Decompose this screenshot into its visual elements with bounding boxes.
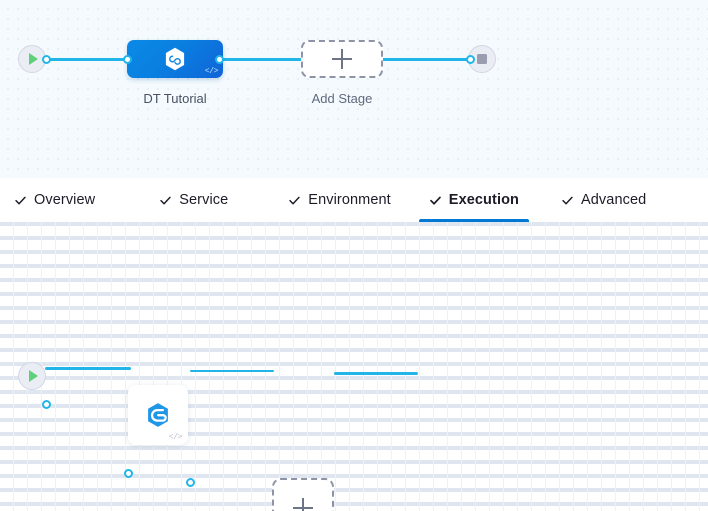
- connector-stage-to-addstage: [219, 58, 303, 61]
- tab-service[interactable]: Service: [159, 178, 228, 222]
- play-icon: [29, 369, 38, 382]
- stage-start-node[interactable]: [18, 45, 46, 73]
- check-icon: [562, 196, 573, 204]
- step-node-input-port[interactable]: [124, 468, 133, 478]
- check-icon: [289, 196, 300, 204]
- exec-start-node[interactable]: [18, 361, 46, 390]
- stage-start-port[interactable]: [42, 55, 51, 64]
- plus-icon: [332, 49, 352, 69]
- check-icon: [15, 196, 26, 204]
- tab-advanced-label: Advanced: [581, 192, 647, 208]
- tab-overview-label: Overview: [34, 192, 96, 208]
- stage-setup-tabs: Overview Service Environment Execution A…: [0, 178, 708, 223]
- add-step-button[interactable]: [272, 477, 334, 511]
- step-node-fetch-instances[interactable]: </>: [128, 384, 188, 445]
- stage-node-label: DT Tutorial: [143, 91, 207, 106]
- connector-start-to-step: [45, 367, 131, 370]
- tab-environment[interactable]: Environment: [288, 178, 391, 222]
- code-badge-icon: </>: [204, 67, 219, 76]
- step-node-output-port[interactable]: [186, 477, 195, 487]
- tab-overview[interactable]: Overview: [14, 178, 95, 222]
- check-icon: [160, 196, 171, 204]
- check-icon: [429, 196, 441, 205]
- add-stage-label: Add Stage: [311, 91, 373, 106]
- exec-start-port[interactable]: [42, 399, 51, 409]
- plus-icon: [293, 497, 313, 511]
- stage-node-output-port[interactable]: [215, 55, 224, 64]
- harness-hexagon-icon: [148, 402, 168, 427]
- play-icon: [29, 53, 38, 65]
- tab-environment-label: Environment: [308, 192, 391, 208]
- tab-execution-label: Execution: [448, 192, 519, 208]
- connector-start-to-stage: [45, 58, 131, 61]
- tab-execution[interactable]: Execution: [418, 178, 530, 222]
- hexagon-infinity-icon: [165, 47, 185, 71]
- connector-step-to-addstep: [190, 369, 274, 372]
- stage-end-port[interactable]: [466, 55, 475, 64]
- connector-addstep-to-end: [334, 372, 418, 375]
- tab-service-label: Service: [179, 192, 229, 208]
- execution-steps-canvas[interactable]: </> Fetch Instances Add Step: [0, 222, 708, 511]
- tab-advanced[interactable]: Advanced: [561, 178, 646, 222]
- connector-addstage-to-end: [382, 58, 472, 61]
- pipeline-stage-canvas[interactable]: </> DT Tutorial Add Stage: [0, 0, 708, 178]
- code-badge-icon: </>: [168, 432, 183, 442]
- stop-icon: [477, 54, 487, 64]
- stage-node-dt-tutorial[interactable]: </>: [127, 40, 223, 78]
- stage-node-input-port[interactable]: [123, 55, 132, 64]
- add-stage-button[interactable]: [301, 40, 383, 78]
